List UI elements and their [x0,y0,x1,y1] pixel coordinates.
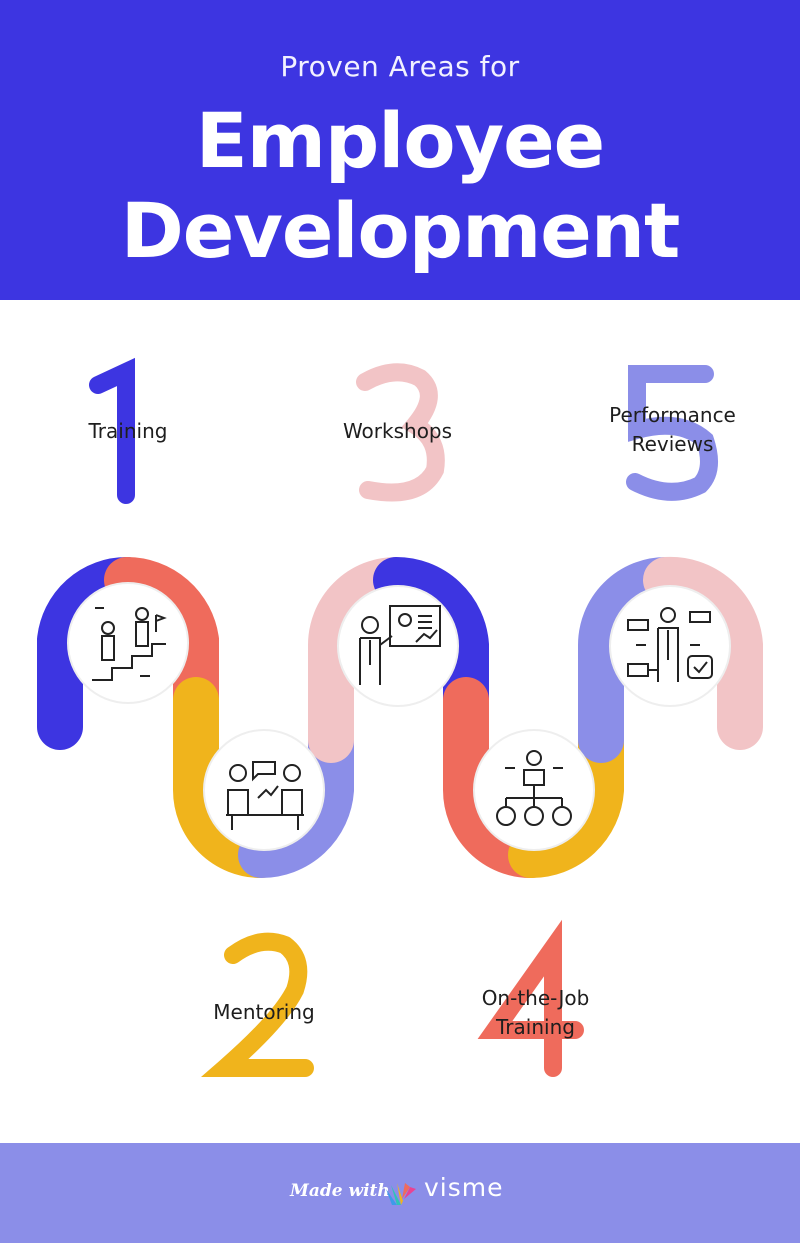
development-path-diagram: Training Workshops Performance Reviews M… [0,300,800,1143]
path-svg [37,357,763,1077]
step-5-label: Performance Reviews [609,403,736,456]
page-subtitle: Proven Areas for [280,50,520,83]
step-1-label: Training [88,419,168,443]
title-line-2: Development [120,186,681,275]
mentoring-conversation-icon [226,761,304,830]
step-2-node [203,729,325,851]
header-banner: Proven Areas for Employee Development [0,0,800,300]
number-2-glyph [201,932,314,1077]
visme-logo-icon [386,1183,416,1205]
title-line-1: Employee [195,96,605,185]
path-seg-lav-1 [238,717,354,879]
footer: Made with visme [0,1143,800,1243]
staircase-team-icon [92,607,167,681]
step-3-label: Workshops [342,419,453,443]
step-4-node [473,729,595,851]
step-1-node [67,582,189,704]
path-seg-blue-2 [373,556,489,723]
number-4-glyph [477,919,584,1077]
path-seg-coral-1 [104,557,219,723]
step-3-node [337,585,459,707]
step-2-label: Mentoring [213,1000,315,1024]
step-5-node [609,585,731,707]
number-3-glyph [356,363,445,502]
page-title: Employee Development [0,96,800,276]
review-checklist-icon [627,607,713,682]
number-1-glyph [89,357,135,504]
brand-name: visme [424,1173,504,1202]
path-seg-yellow-2 [508,717,624,879]
made-with-text: Made with [290,1181,390,1201]
number-5-glyph [626,365,718,501]
presentation-icon [359,605,441,685]
org-chart-icon [496,750,572,826]
path-seg-pink-2 [643,556,763,750]
step-4-label: On-the-Job Training [481,986,590,1039]
